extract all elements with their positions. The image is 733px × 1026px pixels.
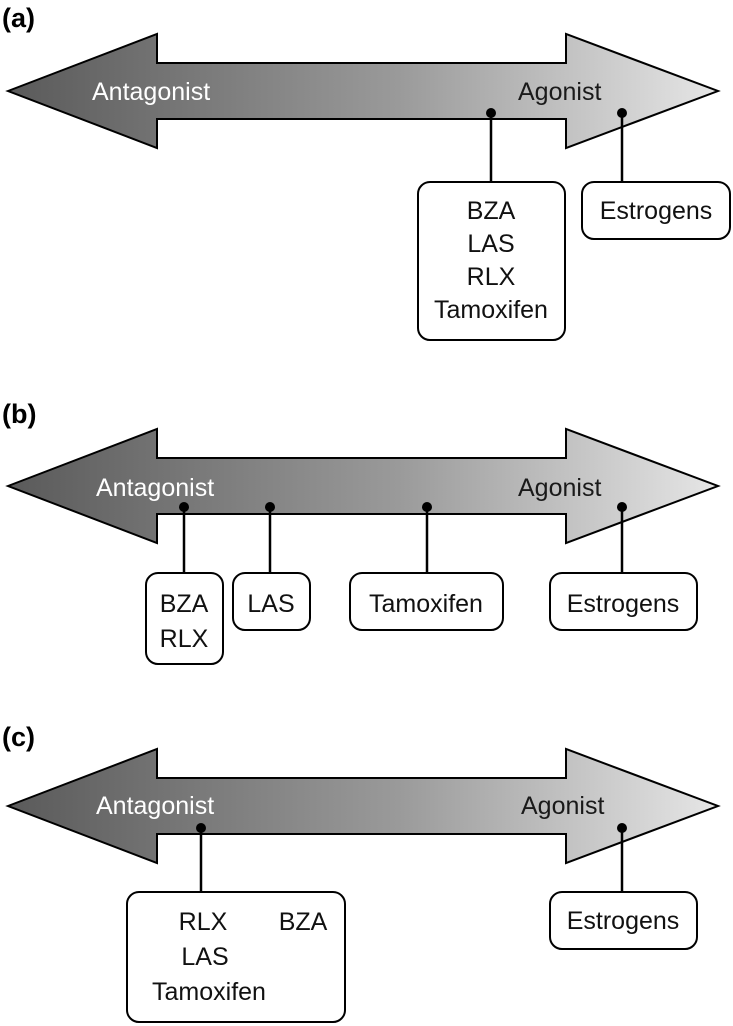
panel-b-serm-rlx: RLX (160, 625, 209, 653)
panel-b-box-tamoxifen (349, 572, 504, 631)
panel-b-antagonist-label: Antagonist (96, 474, 214, 502)
panel-c-box-estrogens (549, 891, 698, 950)
panel-b-marker-tamoxifen (422, 502, 432, 512)
panel-b-serm-bza: BZA (160, 590, 209, 618)
panel-c-serm-bza: BZA (279, 908, 328, 936)
panel-c-agonist-label: Agonist (521, 792, 604, 820)
panel-b-agonist-label: Agonist (518, 474, 601, 502)
panel-b-arrow (5, 427, 721, 545)
panel-c-estrogens: Estrogens (567, 907, 680, 935)
panel-b-box-las (232, 572, 311, 631)
panel-c-marker-serms (196, 823, 206, 833)
panel-c-serm-rlx: RLX (179, 908, 228, 936)
panel-c-serm-tamoxifen: Tamoxifen (152, 978, 266, 1006)
panel-a-estrogens: Estrogens (600, 197, 713, 225)
panel-b-marker-bza-rlx (179, 502, 189, 512)
panel-c: (c) Antagonist Agonist RLX BZA LAS Tamox… (2, 722, 721, 1023)
panel-c-marker-estrogens (617, 823, 627, 833)
panel-b-estrogens: Estrogens (567, 590, 680, 618)
panel-a-label: (a) (2, 3, 35, 33)
panel-a-box-serms (417, 181, 566, 341)
panel-a-serm-rlx: RLX (467, 263, 516, 291)
panel-c-serm-las: LAS (181, 943, 228, 971)
panel-a-box-estrogens (581, 181, 731, 240)
panel-b-box-bza-rlx (145, 572, 224, 665)
panel-a-serm-las: LAS (467, 230, 514, 258)
panel-b-serm-tamoxifen: Tamoxifen (369, 590, 483, 618)
panel-a-agonist-label: Agonist (518, 78, 601, 106)
panel-b-serm-las: LAS (247, 590, 294, 618)
panel-c-box-serms (126, 891, 346, 1023)
panel-b-marker-las (265, 502, 275, 512)
panel-a: (a) Antagonist Agonist BZA LAS RLX Tamox… (2, 3, 731, 341)
panel-a-marker-serms (486, 108, 496, 118)
panel-a-serm-tamoxifen: Tamoxifen (434, 296, 548, 324)
panel-b: (b) Antagonist Agonist BZA RLX LAS Tamox… (2, 399, 721, 665)
panel-a-arrow (5, 32, 721, 150)
panel-a-antagonist-label: Antagonist (92, 78, 210, 106)
panel-c-arrow (5, 747, 721, 865)
panel-b-label: (b) (2, 399, 36, 429)
panel-c-label: (c) (2, 722, 35, 752)
panel-a-marker-estrogens (617, 108, 627, 118)
panel-b-marker-estrogens (617, 502, 627, 512)
panel-a-serm-bza: BZA (467, 197, 516, 225)
panel-c-antagonist-label: Antagonist (96, 792, 214, 820)
panel-b-box-estrogens (549, 572, 698, 631)
